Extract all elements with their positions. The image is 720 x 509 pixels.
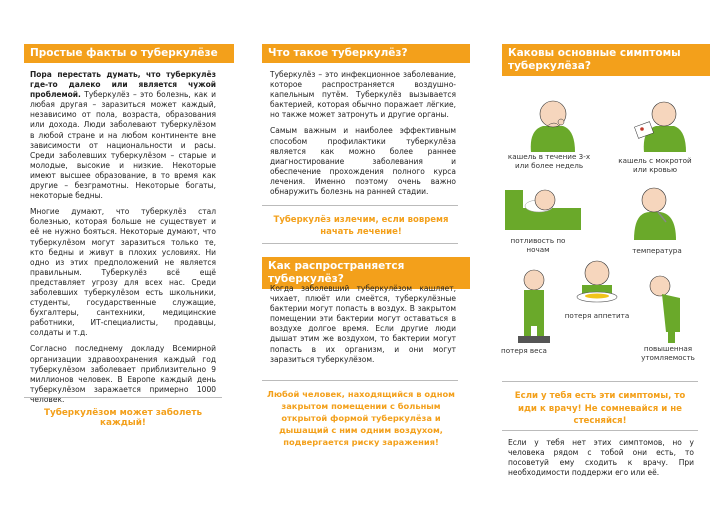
- fatigue-illustration: [649, 275, 680, 343]
- symptom-label-fatigue: повышенная утомляемость: [641, 344, 695, 362]
- spread-paragraph: Когда заболевший туберкулёзом кашляет, ч…: [270, 284, 456, 364]
- risk-slogan: Любой человек, находящийся в одном закры…: [267, 389, 455, 447]
- symptom-label-weight-loss: потеря веса: [501, 346, 547, 355]
- weight-loss-illustration: [518, 269, 550, 343]
- night-sweats-illustration: [505, 189, 581, 230]
- see-doctor-slogan: Если у тебя есть эти симптомы, то иди к …: [514, 391, 686, 426]
- symptom-label-cough: кашель в течение 3-х или более недель: [507, 152, 591, 170]
- facts-text: Пора перестать думать, что туберкулёз гд…: [30, 70, 216, 411]
- cough-illustration: [530, 100, 575, 152]
- divider: [262, 380, 458, 381]
- cough-blood-illustration: [634, 101, 686, 152]
- facts-slogan: Туберкулёзом может заболеть каждый!: [43, 408, 203, 428]
- facts-paragraph-2: Многие думают, что туберкулёз стал болез…: [30, 207, 216, 338]
- symptom-label-night-sweats: потливость по ночам: [510, 236, 566, 254]
- advice-paragraph: Если у тебя нет этих симптомов, но у чел…: [508, 438, 694, 478]
- divider: [24, 397, 222, 398]
- advice-text: Если у тебя нет этих симптомов, но у чел…: [508, 438, 694, 484]
- divider: [502, 430, 698, 431]
- fever-illustration: [634, 187, 676, 240]
- spread-text: Когда заболевший туберкулёзом кашляет, ч…: [270, 284, 456, 371]
- what-is-tb-paragraph-2: Самым важным и наиболее эффективным спос…: [270, 126, 456, 197]
- divider: [502, 381, 698, 382]
- section-title-spread: Как распространяется туберкулёз?: [262, 257, 470, 289]
- appetite-loss-illustration: [576, 260, 618, 303]
- what-is-tb-text: Туберкулёз – это инфекционное заболевани…: [270, 70, 456, 203]
- divider: [262, 205, 458, 206]
- section-title-what-is-tb: Что такое туберкулёз?: [262, 44, 470, 63]
- section-title-symptoms: Каковы основные симптомы туберкулёза?: [502, 44, 710, 76]
- what-is-tb-paragraph-1: Туберкулёз – это инфекционное заболевани…: [270, 70, 456, 120]
- symptom-label-fever: температура: [632, 246, 682, 255]
- facts-lead: Пора перестать думать, что туберкулёз гд…: [30, 70, 216, 201]
- facts-paragraph-3: Согласно последнему докладу Всемирной ор…: [30, 344, 216, 404]
- symptom-label-appetite-loss: потеря аппетита: [564, 311, 630, 320]
- section-title-facts: Простые факты о туберкулёзе: [24, 44, 234, 63]
- symptom-label-cough-blood: кашель с мокротой или кровью: [618, 156, 692, 174]
- divider: [262, 243, 458, 244]
- curable-slogan: Туберкулёз излечим, если вовремя начать …: [273, 215, 449, 237]
